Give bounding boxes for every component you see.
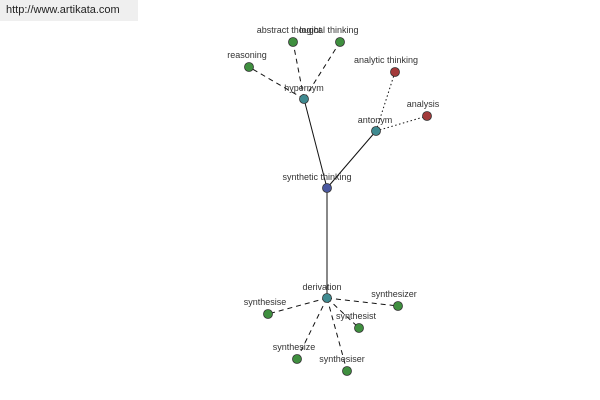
node-label-synthesizer[interactable]: synthesizer (371, 289, 417, 299)
edge-derivation-to-synthesizer (326, 297, 399, 307)
node-label-abstract-thought[interactable]: abstract thought (257, 25, 322, 35)
node-label-reasoning[interactable]: reasoning (227, 50, 267, 60)
node-dot-derivation[interactable] (322, 293, 332, 303)
source-url-link[interactable]: http://www.artikata.com (6, 4, 120, 16)
node-hypernym[interactable]: hypernym (284, 83, 324, 104)
node-dot-logical-thinking[interactable] (335, 37, 345, 47)
node-dot-analytic-thinking[interactable] (390, 67, 400, 77)
node-dot-analysis[interactable] (422, 111, 432, 121)
node-dot-abstract-thought[interactable] (288, 37, 298, 47)
node-logical-thinking[interactable]: logical thinking (299, 25, 359, 47)
node-label-synthesiser[interactable]: synthesiser (319, 354, 365, 364)
edge-hypernym-to-abstract-thought (292, 41, 305, 100)
node-label-analytic-thinking[interactable]: analytic thinking (354, 55, 418, 65)
node-dot-synthetic-thinking[interactable] (322, 183, 332, 193)
graph-edges (248, 41, 428, 372)
edge-derivation-to-synthesist (326, 297, 360, 329)
node-label-derivation[interactable]: derivation (302, 282, 341, 292)
node-label-antonym[interactable]: antonym (358, 115, 393, 125)
node-synthesist[interactable]: synthesist (336, 311, 377, 333)
graph-nodes: synthetic thinking hypernym antonym derivat… (227, 25, 440, 376)
edge-derivation-to-synthesise (267, 297, 328, 315)
node-label-hypernym[interactable]: hypernym (284, 83, 324, 93)
node-dot-synthesise[interactable] (263, 309, 273, 319)
node-label-analysis[interactable]: analysis (407, 99, 440, 109)
node-analytic-thinking[interactable]: analytic thinking (354, 55, 418, 77)
node-dot-synthesist[interactable] (354, 323, 364, 333)
node-synthesizer[interactable]: synthesizer (371, 289, 417, 311)
node-reasoning[interactable]: reasoning (227, 50, 267, 72)
edge-hypernym-to-reasoning (248, 66, 305, 100)
edge-antonym-to-analysis (375, 115, 428, 132)
node-label-synthesize[interactable]: synthesize (273, 342, 316, 352)
edge-derivation-to-synthesiser (326, 297, 348, 372)
edge-derivation-to-synthesize (296, 297, 328, 360)
source-url-banner[interactable]: http://www.artikata.com (0, 0, 138, 21)
node-dot-synthesizer[interactable] (393, 301, 403, 311)
node-derivation[interactable]: derivation (302, 282, 342, 303)
node-dot-synthesiser[interactable] (342, 366, 352, 376)
node-synthesize[interactable]: synthesize (273, 342, 316, 364)
node-analysis[interactable]: analysis (407, 99, 440, 121)
edge-synthetic-thinking-to-hypernym (303, 98, 328, 189)
node-label-logical-thinking[interactable]: logical thinking (299, 25, 358, 35)
node-label-synthetic-thinking[interactable]: synthetic thinking (282, 172, 351, 182)
edge-synthetic-thinking-to-antonym (326, 130, 377, 189)
node-dot-antonym[interactable] (371, 126, 381, 136)
node-dot-reasoning[interactable] (244, 62, 254, 72)
node-synthetic-thinking[interactable]: synthetic thinking (282, 172, 352, 193)
node-antonym[interactable]: antonym (358, 115, 393, 136)
node-label-synthesist[interactable]: synthesist (336, 311, 377, 321)
node-synthesise[interactable]: synthesise (244, 297, 287, 319)
node-dot-synthesize[interactable] (292, 354, 302, 364)
node-dot-hypernym[interactable] (299, 94, 309, 104)
node-label-synthesise[interactable]: synthesise (244, 297, 287, 307)
node-synthesiser[interactable]: synthesiser (319, 354, 365, 376)
node-abstract-thought[interactable]: abstract thought (257, 25, 322, 47)
edge-hypernym-to-logical-thinking (303, 41, 341, 100)
